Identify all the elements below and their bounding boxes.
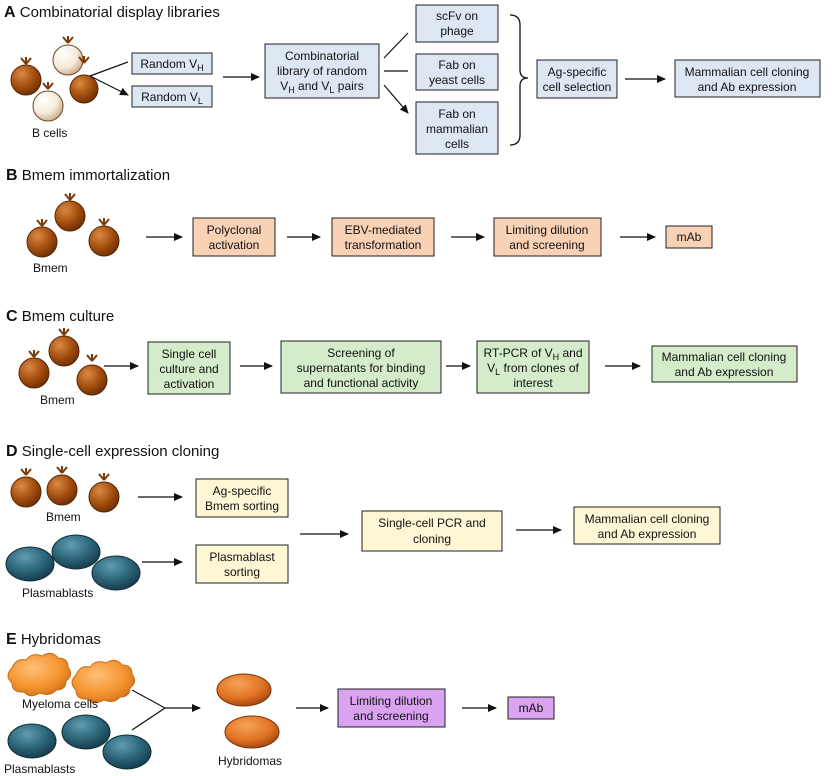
svg-text:sorting: sorting	[224, 565, 260, 579]
svg-text:yeast cells: yeast cells	[429, 73, 485, 87]
box-mab-b: mAb	[665, 225, 713, 249]
bmem-cells-icon-b	[26, 193, 120, 258]
svg-text:Screening of: Screening of	[327, 346, 395, 360]
svg-text:Mammalian cell cloning: Mammalian cell cloning	[685, 65, 810, 79]
svg-text:and Ab expression: and Ab expression	[698, 80, 797, 94]
box-ag-bmem-sorting: Ag-specific Bmem sorting	[195, 478, 289, 518]
myeloma-cells-icon	[7, 652, 136, 704]
panel-e-title: E Hybridomas	[6, 631, 101, 648]
plasmablasts-icon-d	[5, 534, 141, 591]
plasmablasts-label-e: Plasmablasts	[4, 762, 75, 776]
svg-text:cloning: cloning	[413, 532, 451, 546]
fusion-arrow	[131, 689, 200, 731]
panel-b-title: B Bmem immortalization	[6, 167, 170, 184]
bmem-cells-icon-c	[18, 328, 108, 396]
svg-text:VL from clones of: VL from clones of	[487, 361, 579, 377]
svg-text:and Ab expression: and Ab expression	[675, 365, 774, 379]
box-rtpcr: RT-PCR of VH and VL from clones of inter…	[476, 340, 590, 394]
plasmablasts-icon-e	[7, 714, 152, 770]
svg-text:interest: interest	[513, 376, 553, 390]
plasmablasts-label-d: Plasmablasts	[22, 586, 93, 600]
box-ebv: EBV-mediated transformation	[331, 217, 435, 257]
svg-text:culture and: culture and	[159, 362, 218, 376]
box-scfv-phage: scFv on phage	[415, 4, 499, 43]
svg-text:Polyclonal: Polyclonal	[207, 223, 262, 237]
svg-text:Random VL: Random VL	[141, 90, 203, 106]
svg-text:mAb: mAb	[677, 230, 702, 244]
split-arrows	[383, 32, 408, 113]
box-polyclonal: Polyclonal activation	[192, 217, 276, 257]
panel-c: C Bmem culture Bmem Single cell culture …	[6, 308, 798, 407]
svg-text:Single-cell PCR and: Single-cell PCR and	[378, 516, 485, 530]
svg-text:activation: activation	[209, 238, 260, 252]
box-fab-yeast: Fab on yeast cells	[415, 53, 499, 91]
svg-text:Random VH: Random VH	[140, 57, 203, 73]
svg-text:Mammalian cell cloning: Mammalian cell cloning	[585, 512, 710, 526]
svg-text:scFv on: scFv on	[436, 9, 478, 23]
bmem-label-c: Bmem	[40, 393, 75, 407]
box-combinatorial-library: Combinatorial library of random VH and V…	[264, 43, 380, 99]
svg-text:Ag-specific: Ag-specific	[213, 484, 272, 498]
svg-text:and Ab expression: and Ab expression	[598, 527, 697, 541]
svg-text:Fab on: Fab on	[438, 107, 475, 121]
svg-text:mAb: mAb	[519, 701, 544, 715]
svg-text:Single cell: Single cell	[162, 347, 217, 361]
svg-text:Mammalian cell cloning: Mammalian cell cloning	[662, 350, 787, 364]
svg-text:and screening: and screening	[353, 709, 428, 723]
svg-text:Limiting dilution: Limiting dilution	[506, 223, 589, 237]
box-ag-selection: Ag-specific cell selection	[536, 59, 618, 99]
svg-text:cells: cells	[445, 137, 469, 151]
box-mab-e: mAb	[507, 696, 555, 720]
svg-text:Combinatorial: Combinatorial	[285, 49, 359, 63]
svg-text:Limiting dilution: Limiting dilution	[350, 694, 433, 708]
box-plasmablast-sorting: Plasmablast sorting	[195, 544, 289, 584]
svg-text:VH and VL pairs: VH and VL pairs	[280, 79, 364, 95]
box-mammalian-d: Mammalian cell cloning and Ab expression	[573, 506, 721, 545]
box-mammalian-a: Mammalian cell cloning and Ab expression	[674, 59, 821, 98]
bmem-cells-icon-d	[10, 466, 120, 513]
svg-text:mammalian: mammalian	[426, 122, 488, 136]
svg-text:supernatants for binding: supernatants for binding	[297, 361, 426, 375]
box-limiting-e: Limiting dilution and screening	[337, 688, 446, 728]
hybridomas-label: Hybridomas	[218, 754, 282, 768]
svg-text:cell selection: cell selection	[543, 80, 612, 94]
svg-text:Plasmablast: Plasmablast	[209, 550, 275, 564]
box-single-cell: Single cell culture and activation	[147, 341, 231, 395]
svg-text:Bmem sorting: Bmem sorting	[205, 499, 279, 513]
svg-text:EBV-mediated: EBV-mediated	[345, 223, 422, 237]
b-cells-icon	[10, 36, 99, 122]
panel-d-title: D Single-cell expression cloning	[6, 443, 219, 460]
fork-arrows	[89, 61, 128, 95]
box-limiting-b: Limiting dilution and screening	[493, 217, 602, 257]
svg-text:Fab on: Fab on	[438, 58, 475, 72]
svg-text:transformation: transformation	[345, 238, 422, 252]
svg-text:and functional activity: and functional activity	[304, 376, 419, 390]
svg-text:library of random: library of random	[277, 64, 367, 78]
bmem-label-b: Bmem	[33, 261, 68, 275]
b-cells-label: B cells	[32, 126, 67, 140]
panel-a: A Combinatorial display libraries B cell…	[4, 4, 821, 155]
panel-e: E Hybridomas Myeloma cells Plasmablasts …	[4, 631, 555, 776]
brace	[509, 14, 529, 146]
box-single-cell-pcr: Single-cell PCR and cloning	[361, 510, 503, 552]
box-mammalian-c: Mammalian cell cloning and Ab expression	[651, 345, 798, 383]
panel-a-title: A Combinatorial display libraries	[4, 4, 220, 21]
svg-text:phage: phage	[440, 24, 474, 38]
box-screening: Screening of supernatants for binding an…	[280, 340, 442, 394]
svg-text:RT-PCR of VH and: RT-PCR of VH and	[484, 346, 583, 362]
box-fab-mammalian: Fab on mammalian cells	[415, 101, 499, 155]
hybridomas-icon	[216, 673, 280, 749]
panel-c-title: C Bmem culture	[6, 308, 114, 325]
svg-text:activation: activation	[164, 377, 215, 391]
box-random-vl: Random VL	[131, 85, 213, 108]
svg-text:and screening: and screening	[509, 238, 584, 252]
panel-b: B Bmem immortalization Bmem Polyclonal a…	[6, 167, 713, 275]
svg-text:Ag-specific: Ag-specific	[548, 65, 607, 79]
box-random-vh: Random VH	[131, 52, 213, 75]
bmem-label-d: Bmem	[46, 510, 81, 524]
panel-d: D Single-cell expression cloning Bmem Pl…	[5, 443, 721, 600]
myeloma-label: Myeloma cells	[22, 697, 98, 711]
